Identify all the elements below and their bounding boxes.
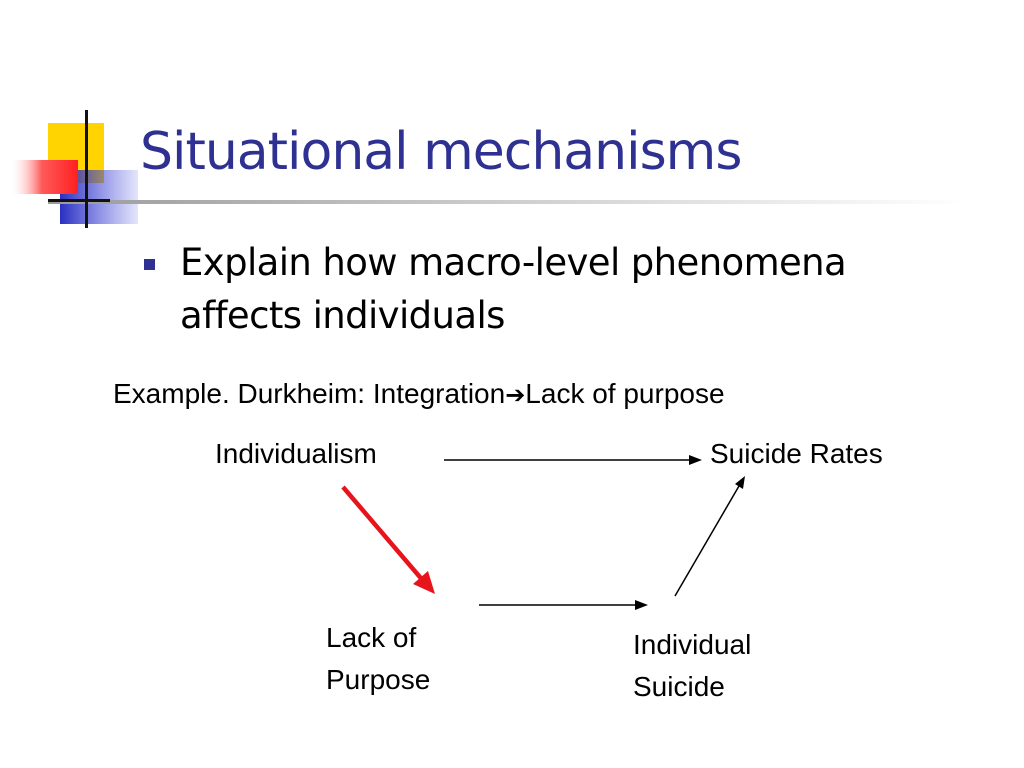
node-individual-suicide: Individual Suicide [633,624,751,708]
title-underline [48,200,968,204]
bullet-text: Explain how macro-level phenomena affect… [180,241,847,337]
node-lack-of-purpose-line2: Purpose [326,664,431,695]
bullet-item: Explain how macro-level phenomena affect… [144,236,968,342]
node-individual-suicide-line1: Individual [633,629,752,660]
horizontal-tick [48,199,110,202]
node-lack-of-purpose: Lack of Purpose [326,617,430,701]
node-individualism: Individualism [215,438,377,469]
red-bar [12,160,78,194]
bullet-square-icon [144,259,155,270]
arrow-individual-suicide-to-suicide-rates [674,476,745,597]
example-prefix: Example. Durkheim: Integration [113,378,506,409]
arrow-lack-of-purpose-to-individual-suicide [479,600,648,610]
example-suffix: Lack of purpose [525,378,725,409]
node-individual-suicide-line2: Suicide [633,671,725,702]
arrow-individualism-to-lack-of-purpose [341,485,435,594]
right-arrow-icon: ➔ [505,381,526,409]
vertical-tick [85,110,88,228]
arrow-individualism-to-suicide-rates [444,455,702,465]
node-suicide-rates: Suicide Rates [710,438,883,469]
example-line: Example. Durkheim: Integration➔Lack of p… [113,378,725,411]
node-lack-of-purpose-line1: Lack of [326,622,417,653]
page-title: Situational mechanisms [140,122,742,182]
